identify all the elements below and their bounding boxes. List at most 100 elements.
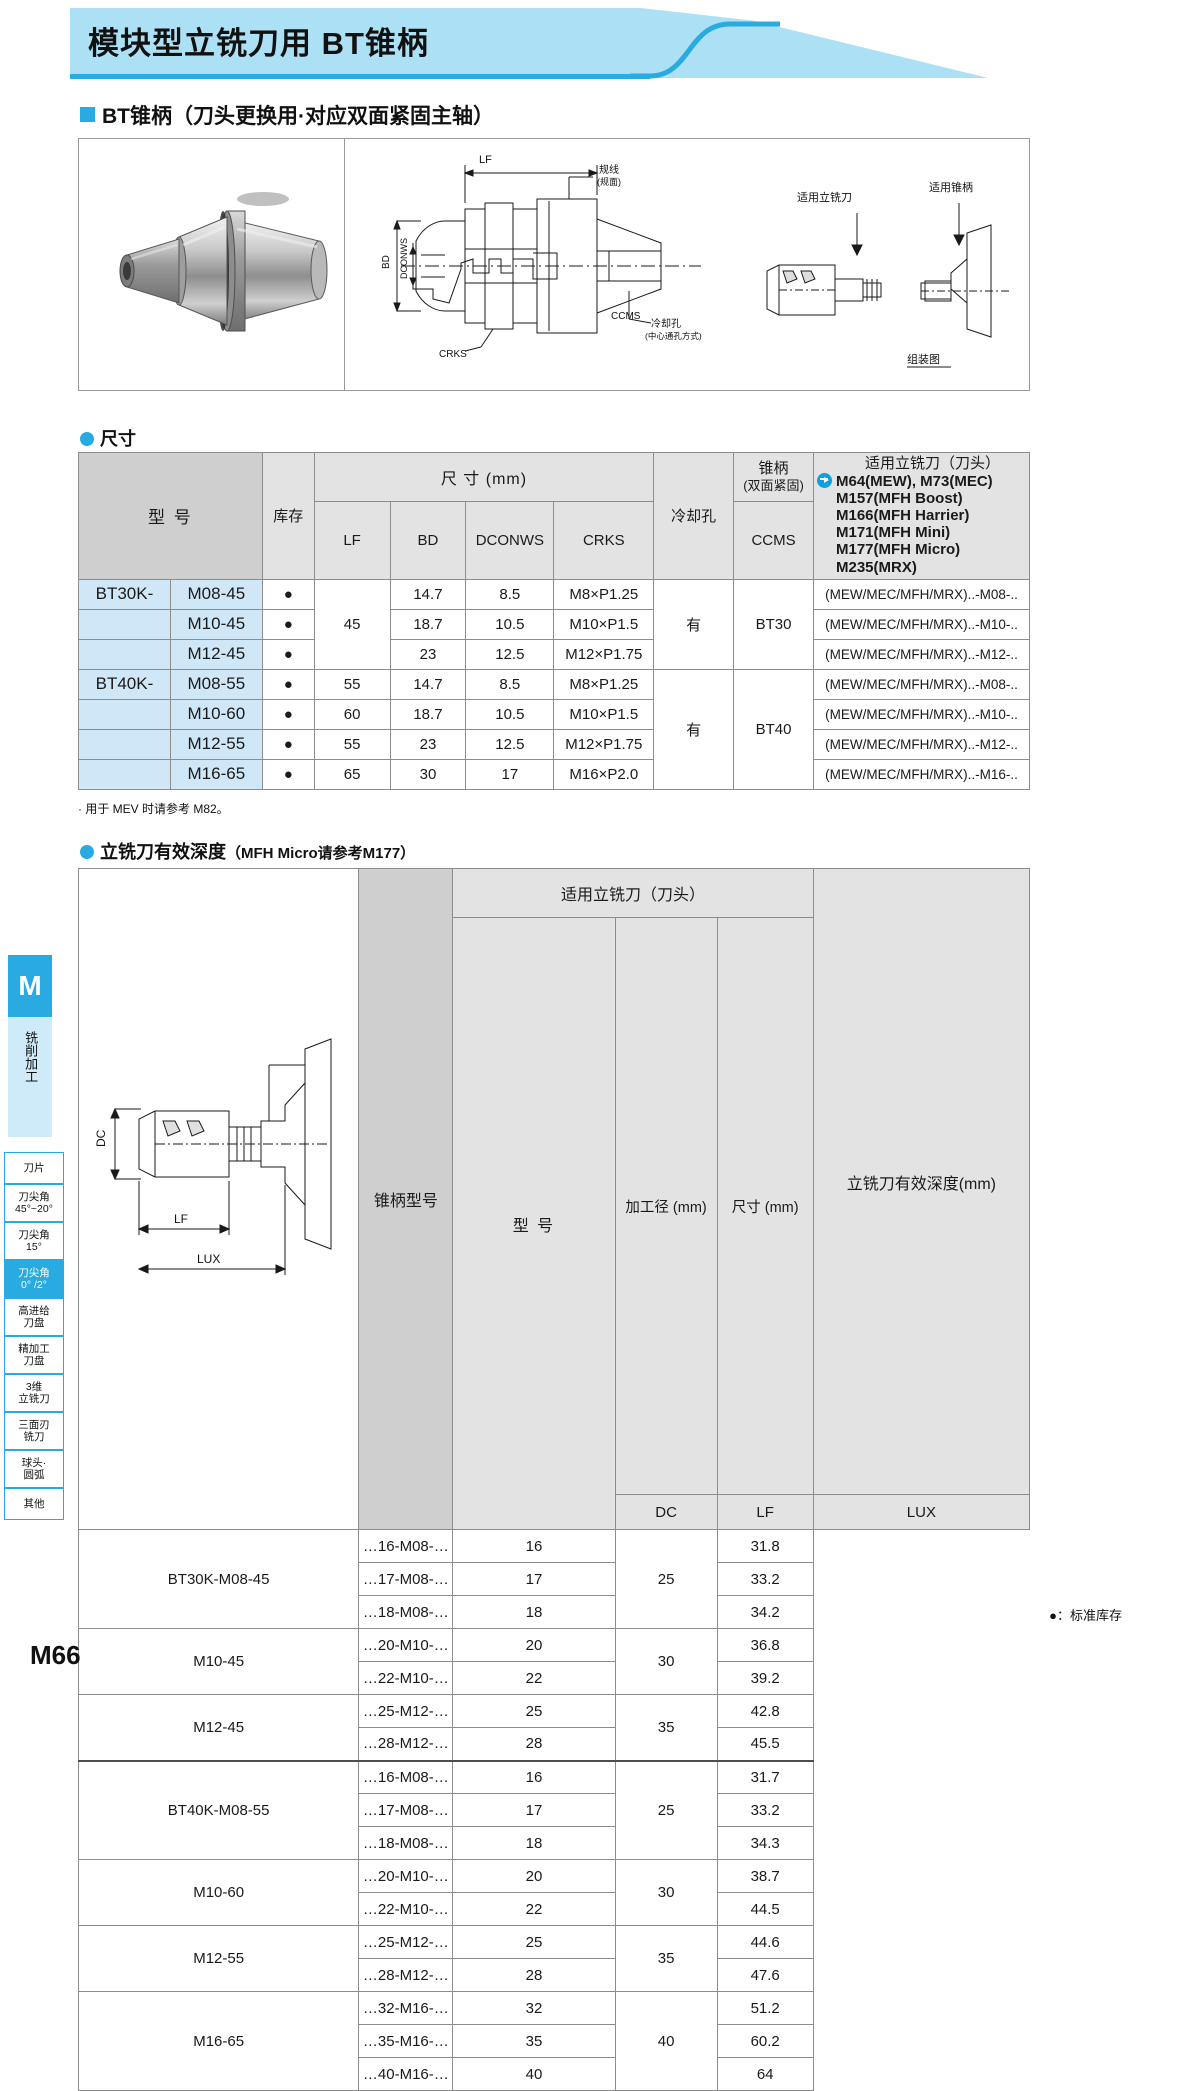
sidebar-item-other[interactable]: 其他 <box>4 1488 64 1520</box>
cell-stock: ● <box>261 638 315 670</box>
cell-bd: 14.7 <box>389 578 467 610</box>
th-dconws: DCONWS <box>465 501 555 580</box>
square-marker-icon <box>80 107 95 122</box>
cell-series <box>78 638 171 670</box>
sidebar-item-3d-endmill[interactable]: 3维 立铣刀 <box>4 1374 64 1412</box>
dimensions-heading-label: 尺寸 <box>100 429 136 449</box>
table-row: M10-45 ● 18.7 10.5 M10×P1.5 (MEW/MEC/MFH… <box>78 608 1030 640</box>
table-row: M10-60 …20-M10-… 20 30 38.7 <box>77 1859 1030 1926</box>
table-row: M10-60 ● 60 18.7 10.5 M10×P1.5 (MEW/MEC/… <box>78 698 1030 730</box>
cell-dc: 32 <box>452 1991 616 2025</box>
cell-lf: 55 <box>313 668 391 700</box>
cell-lux: 33.2 <box>716 1562 814 1596</box>
cell-bd: 30 <box>389 758 467 790</box>
cell-lux: 51.2 <box>716 1991 814 2025</box>
cell-lf: 35 <box>614 1925 718 1992</box>
header-rule-curve <box>630 8 780 80</box>
cell-crks: M8×P1.25 <box>553 578 655 610</box>
cell-holder: M12-45 <box>77 1694 360 1761</box>
cell-model: …18-M08-… <box>358 1595 454 1629</box>
sidebar-letter-badge: M <box>8 955 52 1017</box>
cell-series: BT30K- <box>78 578 171 610</box>
sidebar-item-high-feed-cutter[interactable]: 高进给 刀盘 <box>4 1298 64 1336</box>
sidebar-item-angle-45-20[interactable]: 刀尖角 45°~20° <box>4 1184 64 1222</box>
section-heading-effective-depth: 立铣刀有效深度（MFH Micro请参考M177） <box>80 838 415 864</box>
cell-applicable: (MEW/MEC/MFH/MRX)..-M12-.. <box>813 728 1030 760</box>
cell-bd: 14.7 <box>389 668 467 700</box>
cell-dconws: 8.5 <box>465 578 555 610</box>
table-row: …18-M08-… 18 34.2 <box>79 1595 1030 1629</box>
cell-series: BT40K- <box>78 668 171 700</box>
sidebar-item-label: 精加工 刀盘 <box>18 1342 50 1367</box>
cell-model: M08-45 <box>169 578 263 610</box>
assembly-label-title: 组装图 <box>907 352 940 366</box>
sidebar-item-side-cutter[interactable]: 三面刃 铣刀 <box>4 1412 64 1450</box>
cell-lux: 42.8 <box>716 1694 814 1728</box>
cell-dconws: 17 <box>465 758 555 790</box>
drawing-label-dconws: DCONWS <box>399 238 409 279</box>
cell-applicable: (MEW/MEC/MFH/MRX)..-M10-.. <box>813 608 1030 640</box>
cell-model: …18-M08-… <box>358 1826 454 1860</box>
cell-stock: ● <box>261 668 315 700</box>
applicable-model-0: M64(MEW), M73(MEC) <box>836 473 993 491</box>
cell-dc: 28 <box>452 1727 616 1761</box>
sidebar-item-finishing-cutter[interactable]: 精加工 刀盘 <box>4 1336 64 1374</box>
cell-model: M12-55 <box>169 728 263 760</box>
cell-lf: 25 <box>614 1759 718 1860</box>
cell-crks: M8×P1.25 <box>553 668 655 700</box>
applicable-model-4: M177(MFH Micro) <box>836 541 961 559</box>
cell-dc: 16 <box>452 1759 616 1794</box>
applicable-model-2: M166(MFH Harrier) <box>836 507 970 525</box>
table-row: M10-45 …20-M10-… 20 30 36.8 <box>77 1628 1030 1695</box>
th2-lf: LF <box>716 1494 814 1530</box>
cell-holder: M12-55 <box>77 1925 360 1992</box>
cell-stock: ● <box>261 608 315 640</box>
sidebar-item-ball-radius[interactable]: 球头· 圆弧 <box>4 1450 64 1488</box>
section-heading-bt-shank: BT锥柄（刀头更换用·对应双面紧固主轴） <box>80 100 494 130</box>
cell-lux: 34.2 <box>716 1595 814 1629</box>
assembly-label-shank: 适用锥柄 <box>929 181 973 194</box>
dot-marker-icon <box>80 432 94 446</box>
cell-holder: BT30K-M08-45 <box>77 1529 360 1629</box>
cell-model: M10-60 <box>169 698 263 730</box>
cell-dc: 40 <box>452 2057 616 2091</box>
cell-model: M08-55 <box>169 668 263 700</box>
cell-coolant: 有 <box>653 578 735 670</box>
th-ccms: CCMS <box>733 501 814 580</box>
sidebar-item-angle-0-2[interactable]: 刀尖角 0° /2° <box>4 1260 64 1298</box>
sidebar-item-label: 刀尖角 45°~20° <box>15 1190 53 1215</box>
th-dimensions: 尺 寸 (mm) <box>313 452 655 502</box>
depth-label-dc: DC <box>94 1129 108 1147</box>
cell-stock: ● <box>261 698 315 730</box>
cell-holder: M10-45 <box>77 1628 360 1695</box>
cell-dc: 18 <box>452 1595 616 1629</box>
cell-lux: 38.7 <box>716 1859 814 1893</box>
cell-lf: 25 <box>614 1529 718 1629</box>
sidebar-item-label: 刀片 <box>23 1161 45 1174</box>
cell-lux: 44.6 <box>716 1925 814 1959</box>
cell-dc: 17 <box>452 1793 616 1827</box>
cell-model: …17-M08-… <box>358 1793 454 1827</box>
table-row: …22-M10-… 22 39.2 <box>79 1661 1030 1695</box>
drawing-label-gauge-sub: (规面) <box>597 177 621 187</box>
cell-dconws: 12.5 <box>465 638 555 670</box>
shank-technical-drawing: LF 规线 (规面) 冷却孔 (中心通孔方式) CCMS CRKS BD DCO… <box>381 154 702 360</box>
applicable-model-1: M157(MFH Boost) <box>836 490 963 508</box>
cell-model: M16-65 <box>169 758 263 790</box>
sidebar-item-angle-15[interactable]: 刀尖角 15° <box>4 1222 64 1260</box>
cell-model: M12-45 <box>169 638 263 670</box>
cell-lf: 30 <box>614 1628 718 1695</box>
dot-marker-icon <box>80 845 94 859</box>
cell-model: …28-M12-… <box>358 1958 454 1992</box>
footnote-text: · 用于 MEV 时请参考 M82。 <box>78 802 229 816</box>
cell-lux: 47.6 <box>716 1958 814 1992</box>
th2-model: 型 号 <box>452 917 616 1530</box>
header-curve-svg <box>630 21 780 79</box>
drawing-label-ccms: CCMS <box>611 311 641 322</box>
sidebar-category: 铣削加工 <box>8 1017 52 1137</box>
sidebar-item-inserts[interactable]: 刀片 <box>4 1152 64 1184</box>
sidebar-item-label: 其他 <box>23 1497 45 1510</box>
cell-series <box>78 728 171 760</box>
cell-holder: M10-60 <box>77 1859 360 1926</box>
cell-model: …20-M10-… <box>358 1859 454 1893</box>
